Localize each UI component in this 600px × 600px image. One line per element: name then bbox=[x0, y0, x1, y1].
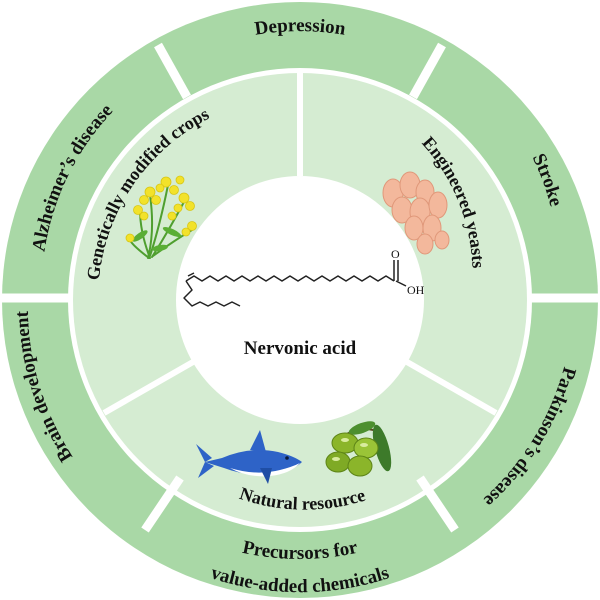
shark-icon bbox=[196, 430, 302, 484]
carbon-chain bbox=[185, 275, 395, 282]
outer-label-depression: Depression bbox=[253, 15, 347, 40]
center-circle bbox=[176, 176, 424, 424]
carbon-tail bbox=[183, 280, 241, 307]
yeast-cells-icon bbox=[382, 171, 450, 255]
hydroxyl-bond bbox=[395, 280, 407, 287]
cis-double-bond bbox=[187, 272, 195, 277]
outer-ring-dividers bbox=[0, 42, 600, 533]
inner-ring-dividers bbox=[102, 73, 498, 416]
olives-icon bbox=[325, 421, 392, 477]
shark-and-olives-icon bbox=[196, 421, 392, 484]
oxygen-label: O bbox=[391, 247, 400, 261]
center-title: Nervonic acid bbox=[244, 338, 357, 359]
hydroxyl-label: OH bbox=[407, 283, 425, 297]
rapeseed-flower-icon bbox=[125, 175, 197, 259]
nervonic-acid-structure: O OH bbox=[183, 247, 425, 307]
